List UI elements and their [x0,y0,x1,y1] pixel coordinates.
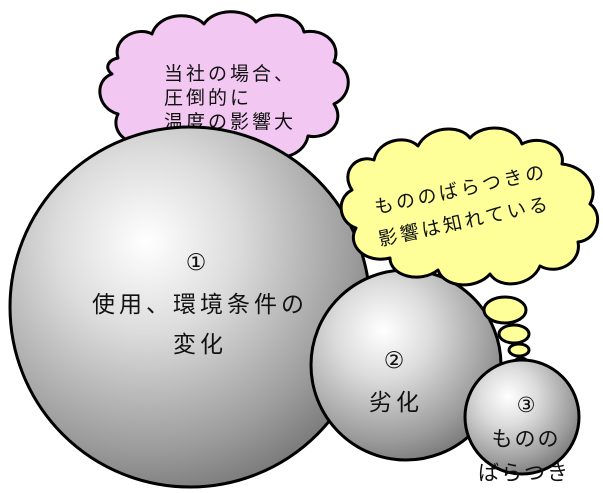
sphere-3-label-line-2: ばらつき [478,461,570,485]
sphere-usage-environment: ① 使用、環境条件の 変化 [8,125,372,489]
sphere-1-number: ① [186,250,211,276]
pink-cloud-line-2: 圧倒的に [164,87,252,109]
sphere-1-label-line-2: 変化 [173,332,227,358]
sphere-2-label: 劣化 [369,390,423,416]
pink-cloud-shape [98,10,350,167]
pink-cloud-line-1: 当社の場合、 [164,63,296,85]
sphere-3-number: ③ [517,393,538,417]
pink-thought-cloud: 当社の場合、 圧倒的に 温度の影響大 [98,10,350,167]
sphere-variation: ③ ものの ばらつき [463,358,581,485]
yellow-thought-cloud: もののばらつきの 影響は知れている [339,126,600,287]
yellow-trail-bubble-2 [497,323,531,345]
sphere-2-number: ② [384,348,409,374]
sphere-3-label-line-1: ものの [492,427,561,451]
yellow-cloud-shape [339,126,600,287]
sphere-1-label-line-1: 使用、環境条件の [92,292,308,318]
yellow-trail-bubble-1 [482,295,528,325]
sphere-3-shape [463,358,581,476]
yellow-trail-bubble-3 [507,342,531,358]
